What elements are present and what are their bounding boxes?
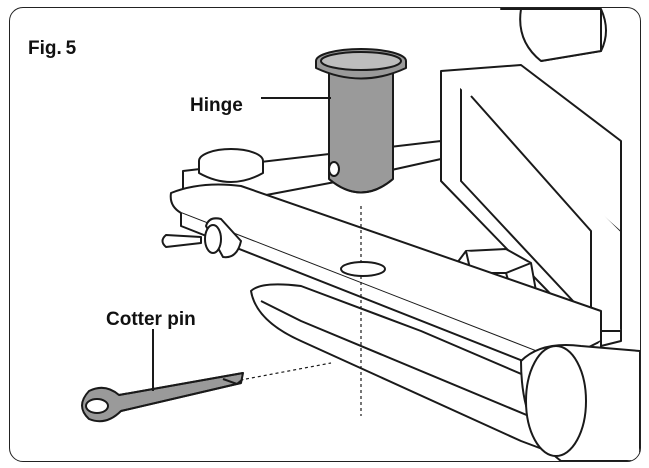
figure-frame: Fig. 5 Hinge Cotter pin	[9, 7, 641, 462]
cotter-pin-label: Cotter pin	[106, 309, 196, 330]
cotter-pin	[81, 372, 244, 423]
upper-bracket	[500, 8, 607, 62]
hinge-pin	[315, 48, 407, 194]
cotter-alignment-line	[245, 362, 332, 380]
hinge-assembly-illustration	[81, 8, 640, 461]
plate-hole	[340, 261, 386, 277]
mount-plate	[440, 64, 622, 347]
round-shaft	[520, 344, 640, 461]
hinge-label: Hinge	[190, 95, 243, 116]
figure-title: Fig. 5	[28, 38, 77, 59]
side-bolt	[161, 217, 242, 259]
lower-link-arm	[250, 283, 562, 457]
